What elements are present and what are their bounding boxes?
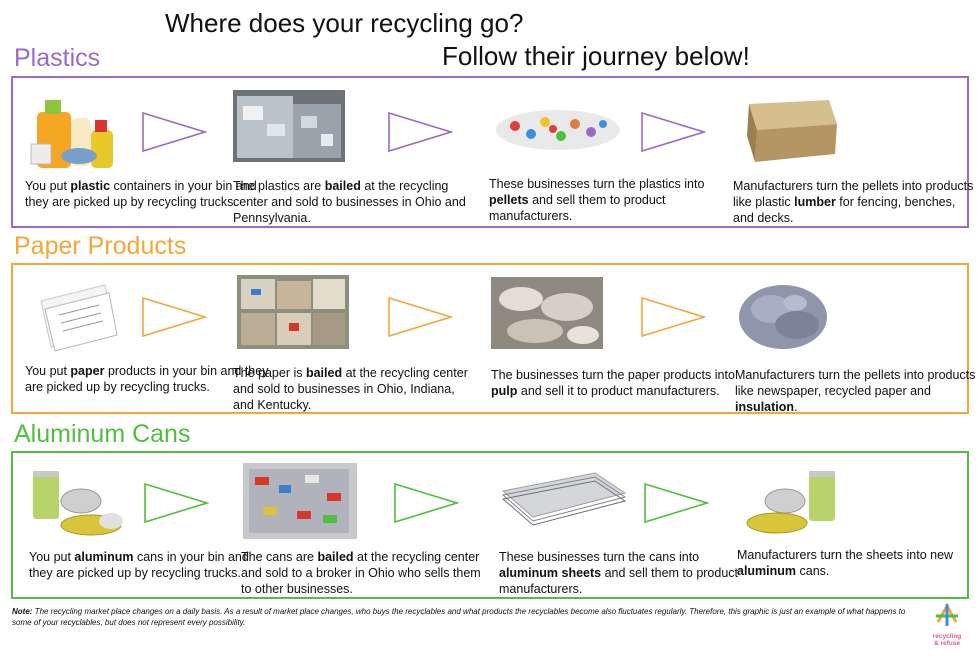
logo-text-1: recycling xyxy=(932,633,962,640)
paper-section-title: Paper Products xyxy=(14,232,187,260)
paper-arrow-1-icon xyxy=(142,296,207,338)
title-line-1: Where does your recycling go? xyxy=(165,8,524,38)
paper-step-3-caption: The businesses turn the paper products i… xyxy=(491,368,735,398)
paper-step-2-caption: The paper is bailed at the recycling cen… xyxy=(233,366,468,412)
new-cans-photo xyxy=(746,471,835,534)
aluminum-arrow-1-icon xyxy=(144,482,209,524)
aluminum-step-2-caption: The cans are bailed at the recycling cen… xyxy=(241,550,481,596)
plastics-step-1-caption: You put plastic containers in your bin a… xyxy=(25,179,257,209)
aluminum-step-3-caption: These businesses turn the cans into alum… xyxy=(499,550,739,596)
aluminum-cans-photo xyxy=(33,471,123,536)
paper-step-4-caption: Manufacturers turn the pellets into prod… xyxy=(735,368,976,414)
aluminum-step-1-caption: You put aluminum cans in your bin and th… xyxy=(29,550,249,580)
logo-text-2: & refuse xyxy=(933,640,960,647)
paper-arrow-3-icon xyxy=(641,296,706,338)
plastics-panel: You put plastic containers in your bin a… xyxy=(11,76,973,228)
title-line-2: Follow their journey below! xyxy=(442,41,750,71)
plastics-arrow-1-icon xyxy=(142,111,207,153)
plastic-containers-photo xyxy=(30,100,113,168)
insulation-photo xyxy=(739,285,827,349)
aluminum-section-title: Aluminum Cans xyxy=(14,420,191,448)
can-bale-photo xyxy=(243,463,357,539)
paper-panel: You put paper products in your bin and t… xyxy=(11,263,975,414)
plastics-step-3-caption: These businesses turn the plastics into … xyxy=(489,177,705,223)
paper-step-1-caption: You put paper products in your bin and t… xyxy=(25,364,269,394)
plastics-arrow-3-icon xyxy=(641,111,706,153)
logo-icon xyxy=(936,602,958,626)
paper-stack-photo xyxy=(40,284,118,352)
paper-arrow-2-icon xyxy=(388,296,453,338)
aluminum-arrow-2-icon xyxy=(394,482,459,524)
plastic-pellets-photo xyxy=(496,110,620,150)
aluminum-step-4-caption: Manufacturers turn the sheets into new a… xyxy=(737,548,954,578)
paper-pulp-photo xyxy=(491,277,603,349)
plastics-step-4-caption: Manufacturers turn the pellets into prod… xyxy=(733,179,974,225)
plastic-lumber-photo xyxy=(747,100,837,162)
aluminum-sheets-photo xyxy=(501,472,627,526)
paper-bales-photo xyxy=(237,275,349,349)
aluminum-arrow-3-icon xyxy=(644,482,709,524)
plastics-arrow-2-icon xyxy=(388,111,453,153)
plastics-section-title: Plastics xyxy=(14,44,101,72)
aluminum-panel: You put aluminum cans in your bin and th… xyxy=(11,451,969,599)
plastics-step-2-caption: The plastics are bailed at the recycling… xyxy=(233,179,466,225)
footnote: Note: The recycling market place changes… xyxy=(12,607,906,627)
recycling-refuse-logo: recycling & refuse xyxy=(925,602,969,652)
plastic-bales-photo xyxy=(233,90,345,162)
